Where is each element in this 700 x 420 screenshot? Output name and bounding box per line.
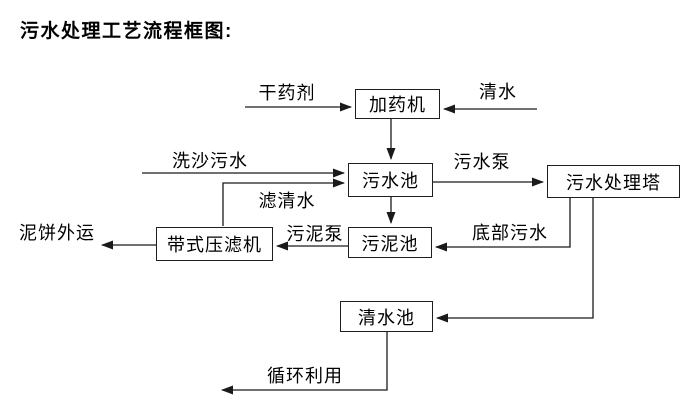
label-dry-agent: 干药剂 xyxy=(258,83,316,103)
node-sewage-pool: 污水池 xyxy=(348,163,433,197)
label-sewage-pump: 污水泵 xyxy=(453,152,511,172)
label-filtered-clean-water: 滤清水 xyxy=(258,191,316,211)
arrow-filtered-water-to-sewage-pool xyxy=(222,178,345,226)
label-clean-water: 清水 xyxy=(479,82,517,102)
label-sludge-pump: 污泥泵 xyxy=(286,224,344,244)
node-belt-filter-press: 带式压滤机 xyxy=(156,227,273,261)
node-clean-water-pool: 清水池 xyxy=(340,301,433,332)
node-dosing-machine: 加药机 xyxy=(355,89,440,119)
node-treatment-tower: 污水处理塔 xyxy=(547,165,680,198)
label-sand-washing-sewage: 洗沙污水 xyxy=(172,151,248,171)
label-mud-cake-transport: 泥饼外运 xyxy=(19,223,95,243)
arrow-clean-pool-to-recycle xyxy=(221,332,388,395)
arrow-bottom-sewage-to-sludge-pool xyxy=(435,198,571,252)
label-recycling-use: 循环利用 xyxy=(267,366,343,386)
node-sludge-pool: 污泥池 xyxy=(348,227,432,258)
label-bottom-sewage: 底部污水 xyxy=(472,223,548,243)
arrow-tower-to-clean-pool xyxy=(436,198,594,323)
page-title: 污水处理工艺流程框图: xyxy=(20,21,233,42)
